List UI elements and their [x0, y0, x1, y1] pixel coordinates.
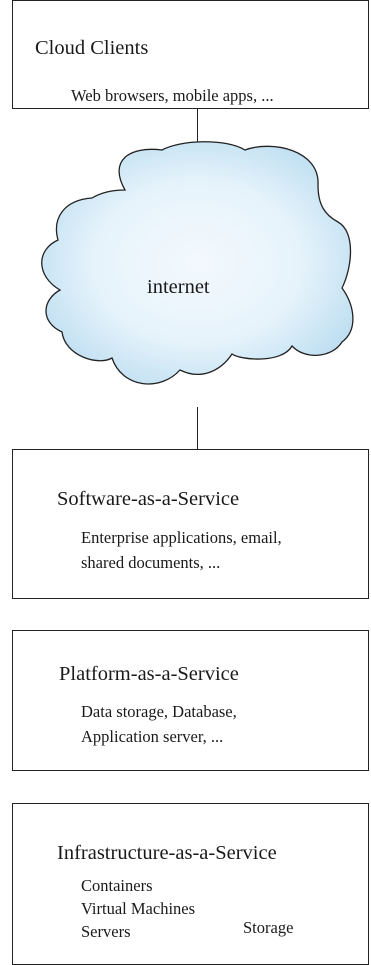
- saas-line-2: shared documents, ...: [81, 553, 221, 572]
- internet-label: internet: [147, 276, 210, 298]
- connector-internet-saas: [197, 407, 199, 449]
- iaas-box: Infrastructure-as-a-Service Containers V…: [12, 803, 369, 965]
- iaas-line-3: Servers: [81, 922, 131, 941]
- iaas-line-2: Virtual Machines: [81, 899, 196, 918]
- connector-clients-internet: [197, 109, 199, 149]
- cloud-shape: [41, 141, 354, 385]
- saas-title: Software-as-a-Service: [57, 488, 240, 510]
- saas-box: Software-as-a-Service Enterprise applica…: [12, 449, 369, 599]
- cloud-clients-title: Cloud Clients: [35, 37, 149, 59]
- paas-title: Platform-as-a-Service: [59, 663, 239, 685]
- iaas-title: Infrastructure-as-a-Service: [57, 842, 277, 864]
- cloud-clients-box: Cloud Clients Web browsers, mobile apps,…: [12, 0, 369, 109]
- paas-line-1: Data storage, Database,: [81, 702, 237, 721]
- paas-line-2: Application server, ...: [81, 727, 224, 746]
- saas-line-1: Enterprise applications, email,: [81, 528, 282, 547]
- iaas-line-1: Containers: [81, 876, 153, 895]
- iaas-storage-label: Storage: [243, 918, 294, 937]
- cloud-clients-description: Web browsers, mobile apps, ...: [71, 86, 274, 105]
- internet-cloud-icon: [41, 141, 354, 385]
- paas-box: Platform-as-a-Service Data storage, Data…: [12, 630, 369, 771]
